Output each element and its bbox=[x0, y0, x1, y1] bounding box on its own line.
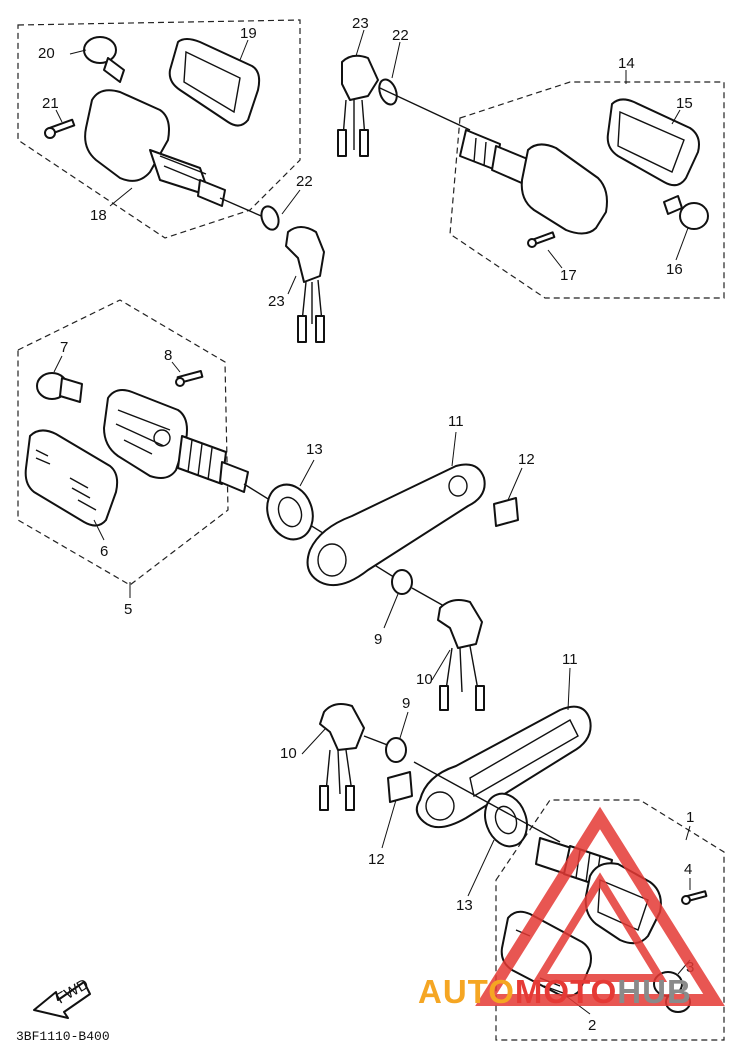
grommet-13-middle bbox=[266, 483, 314, 541]
watermark-text: AUTOMOTOHUB bbox=[418, 973, 692, 1010]
connector-23-top-left bbox=[285, 226, 325, 343]
assembly-14-dashed-outline bbox=[449, 81, 725, 299]
assembly-18-dashed-outline bbox=[17, 19, 301, 239]
callout-9-bottom: 9 bbox=[402, 695, 410, 712]
callout-5: 5 bbox=[124, 601, 132, 618]
callout-7: 7 bbox=[60, 339, 68, 356]
bulb-16 bbox=[663, 195, 709, 230]
callout-16: 16 bbox=[666, 261, 683, 278]
lens-6 bbox=[24, 429, 119, 527]
bracket-11-bottom bbox=[415, 705, 592, 829]
callout-10-bottom: 10 bbox=[280, 745, 297, 762]
connector-10-bottom bbox=[319, 703, 365, 811]
callout-8: 8 bbox=[164, 347, 172, 364]
lens-19 bbox=[168, 38, 261, 127]
lens-15 bbox=[606, 98, 700, 187]
callout-20: 20 bbox=[38, 45, 55, 62]
screw-21 bbox=[44, 118, 76, 139]
callout-10-middle: 10 bbox=[416, 671, 433, 688]
callout-22-top-left: 22 bbox=[296, 173, 313, 190]
bracket-11-middle bbox=[306, 463, 486, 586]
callout-11-bottom: 11 bbox=[562, 651, 578, 668]
screw-4 bbox=[681, 890, 708, 905]
assembly-1-dashed-outline bbox=[495, 799, 725, 1041]
drawing-code: 3BF1110-B400 bbox=[16, 1029, 110, 1044]
watermark-text-hub: HUB bbox=[617, 973, 692, 1010]
grommet-22-top-right bbox=[378, 78, 471, 131]
bulb-7 bbox=[36, 372, 83, 403]
screw-17 bbox=[527, 231, 556, 248]
grommet-22-top-left bbox=[260, 205, 280, 231]
watermark-text-moto: MOTO bbox=[515, 973, 617, 1010]
callout-13-middle: 13 bbox=[306, 441, 323, 458]
watermark-triangle-icon bbox=[475, 806, 725, 1006]
callout-6: 6 bbox=[100, 543, 108, 560]
watermark-text-auto: AUTO bbox=[418, 973, 515, 1010]
watermark-logo bbox=[475, 806, 725, 1006]
nut-12-bottom bbox=[387, 771, 413, 803]
callout-12-middle: 12 bbox=[518, 451, 535, 468]
callout-18: 18 bbox=[90, 207, 107, 224]
assembly-5-dashed-outline bbox=[17, 299, 229, 586]
signal-body-5 bbox=[103, 389, 406, 585]
callout-1: 1 bbox=[686, 809, 694, 826]
callout-17: 17 bbox=[560, 267, 577, 284]
signal-body-14 bbox=[459, 129, 608, 235]
washer-9-middle bbox=[391, 569, 445, 607]
callout-2: 2 bbox=[588, 1017, 596, 1034]
callout-23-top-right: 23 bbox=[352, 15, 369, 32]
bulb-20 bbox=[83, 36, 125, 83]
callout-14: 14 bbox=[618, 55, 635, 72]
callout-13-bottom: 13 bbox=[456, 897, 473, 914]
callout-22-top-right: 22 bbox=[392, 27, 409, 44]
nut-12-middle bbox=[493, 497, 519, 527]
washer-9-bottom bbox=[363, 735, 407, 763]
screw-8 bbox=[175, 369, 204, 387]
callout-11-middle: 11 bbox=[448, 413, 464, 430]
callout-21: 21 bbox=[42, 95, 59, 112]
callout-12-bottom: 12 bbox=[368, 851, 385, 868]
callout-19: 19 bbox=[240, 25, 257, 42]
callout-9-middle: 9 bbox=[374, 631, 382, 648]
callout-23-top-left: 23 bbox=[268, 293, 285, 310]
connector-10-middle bbox=[437, 599, 485, 711]
callout-4: 4 bbox=[684, 861, 692, 878]
fwd-arrow-icon bbox=[33, 981, 91, 1019]
connector-23-top-right bbox=[337, 54, 379, 157]
callout-15: 15 bbox=[676, 95, 693, 112]
grommet-13-bottom bbox=[413, 761, 561, 848]
